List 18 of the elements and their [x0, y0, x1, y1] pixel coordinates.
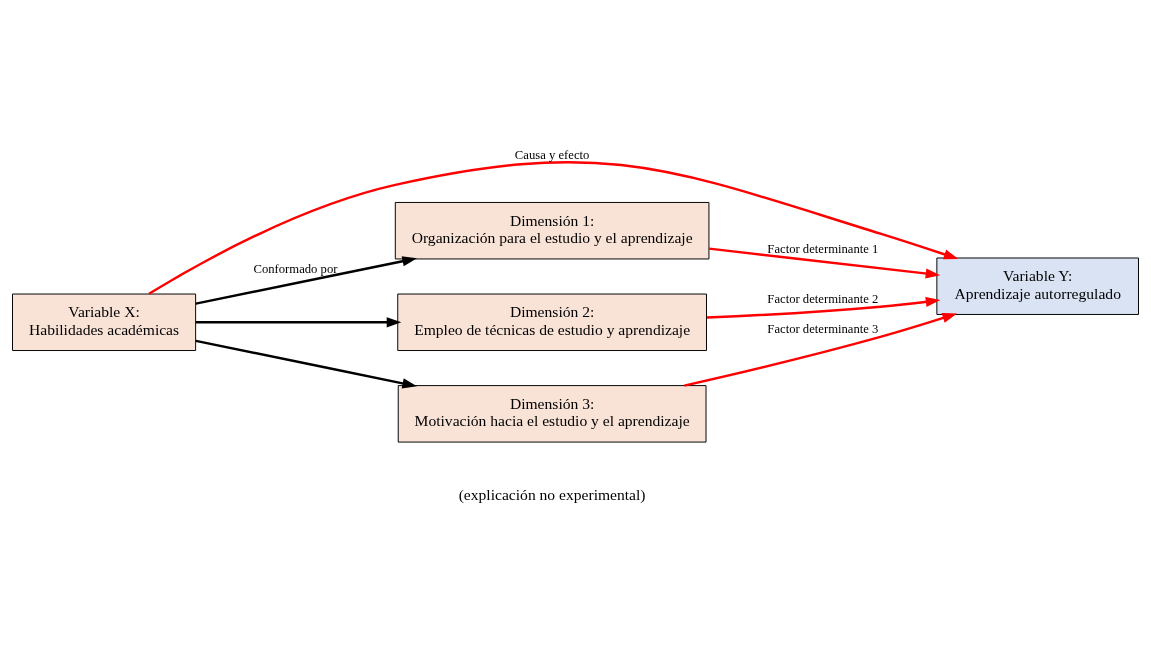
node-box: Variable Y: Aprendizaje autorregulado [936, 257, 1139, 315]
node-box: Dimensión 1: Organización para el estudio y el aprendizaje [394, 201, 710, 259]
edge-label: Factor determinante 2 [767, 291, 879, 306]
label: (explicación no experimental) [458, 485, 646, 503]
arrow [195, 255, 418, 305]
edge-label: Factor determinante 1 [767, 241, 879, 256]
node-box: Dimensión 3: Motivación hacia el estudio y el aprendizaje [397, 384, 707, 443]
edge-label: Causa y efecto [514, 147, 590, 162]
node-box: Variable X: Habilidades académicas [12, 293, 197, 351]
node-box: Dimensión 2: Empleo de técnicas de estudio y aprendizaje [397, 293, 707, 351]
edge-label: Factor determinante 3 [767, 321, 879, 336]
arrow [195, 339, 418, 388]
arrow [195, 316, 402, 327]
arrow [706, 296, 941, 319]
arrow [684, 312, 958, 387]
arrow [708, 246, 941, 279]
arrow [148, 160, 959, 295]
edge-label: Conformado por [253, 261, 338, 276]
